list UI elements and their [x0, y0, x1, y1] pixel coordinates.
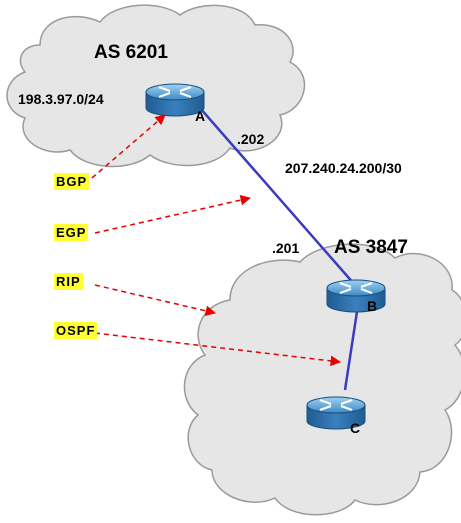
router-b-label: B [367, 298, 378, 314]
protocol-egp: EGP [54, 224, 89, 241]
router-c-label: C [350, 420, 361, 436]
protocol-rip: RIP [54, 273, 83, 290]
link-a-b [199, 107, 356, 286]
link-b-c [343, 304, 360, 391]
as-6201-title: AS 6201 [94, 42, 168, 63]
arrow-egp [94, 194, 252, 234]
arrow-bgp [91, 114, 166, 179]
as-6201-network: 198.3.97.0/24 [18, 91, 104, 107]
link-subnet: 207.240.24.200/30 [285, 160, 402, 176]
protocol-bgp: BGP [54, 173, 90, 190]
protocol-ospf: OSPF [54, 322, 98, 339]
link-addr-b: .201 [272, 240, 300, 256]
link-addr-a: .202 [237, 131, 265, 147]
arrow-rip [94, 284, 217, 316]
router-a-label: A [195, 108, 206, 124]
cloud-as-3847 [183, 243, 461, 516]
as-3847-title: AS 3847 [334, 237, 408, 258]
